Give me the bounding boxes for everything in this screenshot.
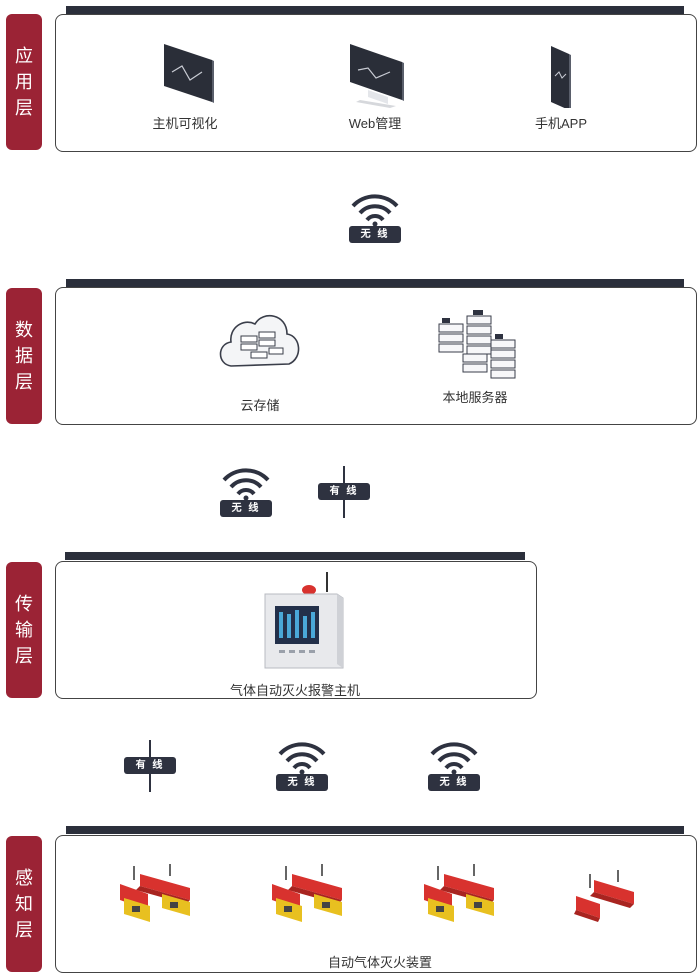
wireless-badge: 无 线 [428, 774, 480, 791]
gas-extinguisher-device-icon [424, 864, 494, 922]
desktop-computer-icon [350, 44, 404, 108]
data-layer-panel [55, 287, 697, 425]
wireless-connection: 无 线 [428, 740, 480, 792]
wifi-icon [278, 742, 326, 775]
monitor-screen-icon [164, 44, 214, 103]
transport-layer-panel [55, 561, 537, 699]
app-item-host-visualization: 主机可视化 [135, 38, 235, 132]
gas-extinguisher-device-icon [574, 870, 634, 922]
layer-tab-data: 数 据 层 [6, 288, 42, 424]
wired-connection: 有 线 [318, 466, 370, 518]
layer-title-char: 应 [15, 46, 33, 66]
wifi-icon [351, 194, 399, 227]
layer-title-char: 感 [15, 868, 33, 888]
app-item-label: 手机APP [534, 116, 587, 131]
layer-tab-transport: 传 输 层 [6, 562, 42, 698]
data-item-label: 云存储 [240, 398, 280, 413]
layer-tab-sense: 感 知 层 [6, 836, 42, 972]
layer-title-char: 据 [15, 346, 33, 366]
server-stack-icon [438, 310, 516, 379]
app-item-web-management: Web管理 [325, 38, 425, 132]
layer-title-char: 层 [15, 920, 33, 940]
wireless-connection: 无 线 [349, 192, 401, 244]
mobile-phone-icon [551, 46, 571, 110]
data-item-local-server: 本地服务器 [425, 310, 525, 406]
layer-title-char: 传 [15, 594, 33, 614]
wireless-connection: 无 线 [220, 466, 272, 518]
app-item-label: Web管理 [348, 116, 402, 131]
wifi-icon [430, 742, 478, 775]
wireless-badge: 无 线 [276, 774, 328, 791]
data-item-label: 本地服务器 [442, 390, 508, 405]
layer-title-char: 层 [15, 372, 33, 392]
layer-title-char: 层 [15, 98, 33, 118]
app-item-mobile-app: 手机APP [511, 38, 611, 132]
data-layer-bar [66, 279, 684, 287]
sense-item-label: 自动气体灭火装置 [327, 955, 432, 970]
wifi-icon [222, 468, 270, 501]
transport-item-label: 气体自动灭火报警主机 [229, 683, 360, 698]
wireless-badge: 无 线 [349, 226, 401, 243]
device-group-2 [262, 864, 352, 935]
transport-layer-bar [65, 552, 525, 560]
wired-connection: 有 线 [124, 740, 176, 792]
wireless-connection: 无 线 [276, 740, 328, 792]
data-item-cloud-storage: 云存储 [210, 308, 310, 414]
alarm-host-cabinet-icon [264, 572, 344, 669]
layer-title-char: 知 [15, 894, 33, 914]
application-layer-bar [66, 6, 684, 14]
layer-title-char: 层 [15, 646, 33, 666]
layer-title-char: 用 [15, 72, 33, 92]
device-group-3 [414, 864, 504, 935]
transport-item-alarm-host: 气体自动灭火报警主机 [215, 572, 375, 699]
wired-badge: 有 线 [318, 483, 370, 500]
cloud-storage-icon [219, 314, 300, 367]
device-group-1 [110, 864, 200, 935]
layer-tab-application: 应 用 层 [6, 14, 42, 150]
gas-extinguisher-device-icon [272, 864, 342, 922]
wired-badge: 有 线 [124, 757, 176, 774]
app-item-label: 主机可视化 [152, 116, 218, 131]
wireless-badge: 无 线 [220, 500, 272, 517]
device-group-4 [570, 870, 640, 931]
gas-extinguisher-device-icon [120, 864, 190, 922]
sense-layer-bar [66, 826, 684, 834]
layer-title-char: 数 [15, 320, 33, 340]
sense-item-label-wrap: 自动气体灭火装置 [300, 952, 460, 971]
layer-title-char: 输 [15, 620, 33, 640]
